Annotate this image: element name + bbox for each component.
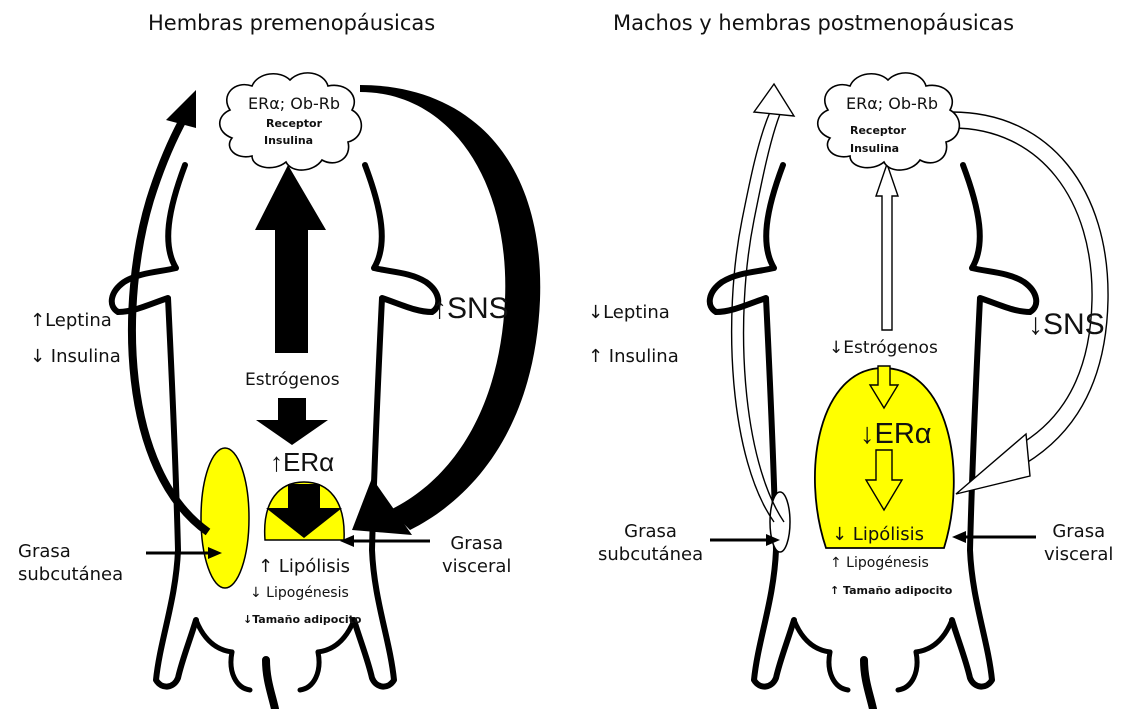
left-sns-label: ↑SNS [432, 294, 509, 324]
right-sns-label: ↓SNS [1028, 310, 1105, 340]
left-visceral-line2: visceral [442, 555, 511, 578]
right-panel-title: Machos y hembras postmenopáusicas [613, 13, 1014, 34]
left-cloud-receptors: ERα; Ob-Rb [248, 96, 340, 112]
right-lipolysis-label: ↓ Lipólisis [832, 526, 924, 544]
right-leptin-label: ↓Leptina [588, 304, 670, 322]
left-panel-title: Hembras premenopáusicas [148, 13, 435, 34]
right-cloud-receptors: ERα; Ob-Rb [846, 96, 938, 112]
right-subcutaneous-line2: subcutánea [598, 543, 703, 566]
left-er-alpha-label: ↑ERα [270, 449, 334, 475]
left-lipogenesis-label: ↓ Lipogénesis [250, 586, 349, 600]
left-lipolysis-label: ↑ Lipólisis [258, 558, 350, 576]
right-visceral-line1: Grasa [1044, 520, 1113, 543]
right-subcutaneous-line1: Grasa [598, 520, 703, 543]
right-insulin-label: ↑ Insulina [588, 348, 679, 366]
right-adipocyte-size-label: ↑ Tamaño adipocito [830, 585, 952, 596]
right-lipogenesis-label: ↑ Lipogénesis [830, 556, 929, 570]
right-cloud-receptor-word: Receptor [850, 124, 906, 138]
left-central-arrow [255, 165, 326, 353]
left-adipocyte-size-label: ↓Tamaño adipocito [243, 614, 361, 625]
left-visceral-label: Grasa visceral [442, 532, 511, 579]
left-leptin-label: ↑Leptina [30, 312, 112, 330]
right-subcutaneous-label: Grasa subcutánea [598, 520, 703, 567]
right-visceral-line2: visceral [1044, 543, 1113, 566]
right-er-alpha-label: ↓ERα [860, 420, 932, 449]
right-central-up-arrow [876, 164, 898, 330]
left-cloud-insulin-word: Insulina [264, 134, 313, 148]
left-subcutaneous-label: Grasa subcutánea [18, 540, 123, 587]
left-cloud-receptor-word: Receptor [266, 117, 322, 131]
left-subcutaneous-fat [201, 448, 249, 588]
left-estrogen-label: Estrógenos [245, 372, 340, 389]
right-visceral-label: Grasa visceral [1044, 520, 1113, 567]
left-visceral-line1: Grasa [442, 532, 511, 555]
left-subcutaneous-line1: Grasa [18, 540, 123, 563]
left-subcutaneous-line2: subcutánea [18, 563, 123, 586]
left-insulin-label: ↓ Insulina [30, 348, 121, 366]
right-cloud-insulin-word: Insulina [850, 142, 899, 156]
right-estrogen-label: ↓Estrógenos [829, 340, 938, 357]
